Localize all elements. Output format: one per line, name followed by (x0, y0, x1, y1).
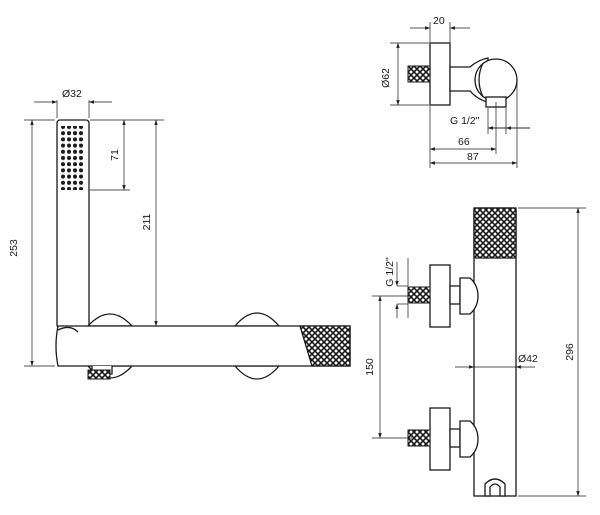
upper-eccentric (459, 277, 479, 315)
front-view-dimensions: Ø32 253 71 211 (8, 88, 164, 367)
dim-connection-thread-top: G 1/2" (450, 115, 480, 127)
dim-holder-height: 211 (141, 213, 153, 230)
dim-body-height: 296 (564, 343, 576, 361)
wall-disc-bottom-right (233, 365, 281, 380)
swivel-ring-inner (478, 62, 484, 98)
knurled-handle-side (473, 207, 517, 259)
dim-head-length: 71 (109, 149, 121, 161)
dim-total-height: 253 (8, 239, 20, 257)
mixer-body (55, 325, 351, 367)
lower-wall-disc (429, 407, 451, 471)
side-view-top-dimensions: 20 Ø62 G 1/2" 66 87 (380, 15, 530, 168)
dim-wall-disc-diameter: Ø62 (380, 68, 392, 88)
front-view (55, 119, 351, 380)
wall-disc-top-left (86, 313, 134, 327)
dim-disc-depth: 20 (433, 15, 445, 27)
lower-eccentric (459, 420, 479, 458)
upper-connection-thread (407, 286, 431, 304)
holder-hook (57, 326, 79, 333)
upper-wall-disc (429, 264, 451, 328)
lower-nut (449, 428, 461, 448)
side-view-bottom (407, 207, 517, 497)
upper-nut (449, 285, 461, 305)
outlet-nut (87, 369, 111, 380)
side-view-top (407, 42, 518, 108)
dim-offset-87: 87 (467, 151, 479, 163)
wall-disc-side (429, 42, 451, 106)
knurled-handle (299, 325, 351, 367)
dim-hand-shower-diameter: Ø32 (62, 88, 82, 100)
dim-offset-66: 66 (458, 136, 470, 148)
dim-spacing: 150 (364, 358, 376, 376)
dim-connection-thread-side: G 1/2" (384, 257, 396, 287)
wall-disc-top-right (233, 312, 281, 327)
side-view-bottom-dimensions: G 1/2" 150 Ø42 296 (364, 207, 586, 497)
connection-thread-top (407, 65, 431, 83)
dim-body-diameter: Ø42 (518, 353, 538, 365)
hose-holder (484, 478, 506, 497)
hand-shower-nozzles (61, 126, 84, 190)
